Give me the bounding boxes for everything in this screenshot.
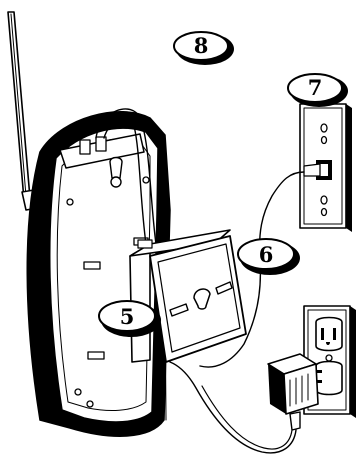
callout-8-label: 8 (194, 33, 209, 58)
ac-power-adapter-icon (268, 354, 322, 430)
callout-7: 7 (288, 74, 348, 107)
callout-5-label: 5 (120, 304, 135, 329)
callout-6: 6 (238, 239, 300, 275)
wall-phone-jack-icon (300, 104, 352, 232)
plug-adapter-icon (130, 230, 246, 362)
cordless-base-unit-icon (8, 12, 170, 436)
callout-8: 8 (174, 32, 234, 65)
callout-7-label: 7 (308, 75, 323, 100)
callout-6-label: 6 (259, 242, 274, 267)
